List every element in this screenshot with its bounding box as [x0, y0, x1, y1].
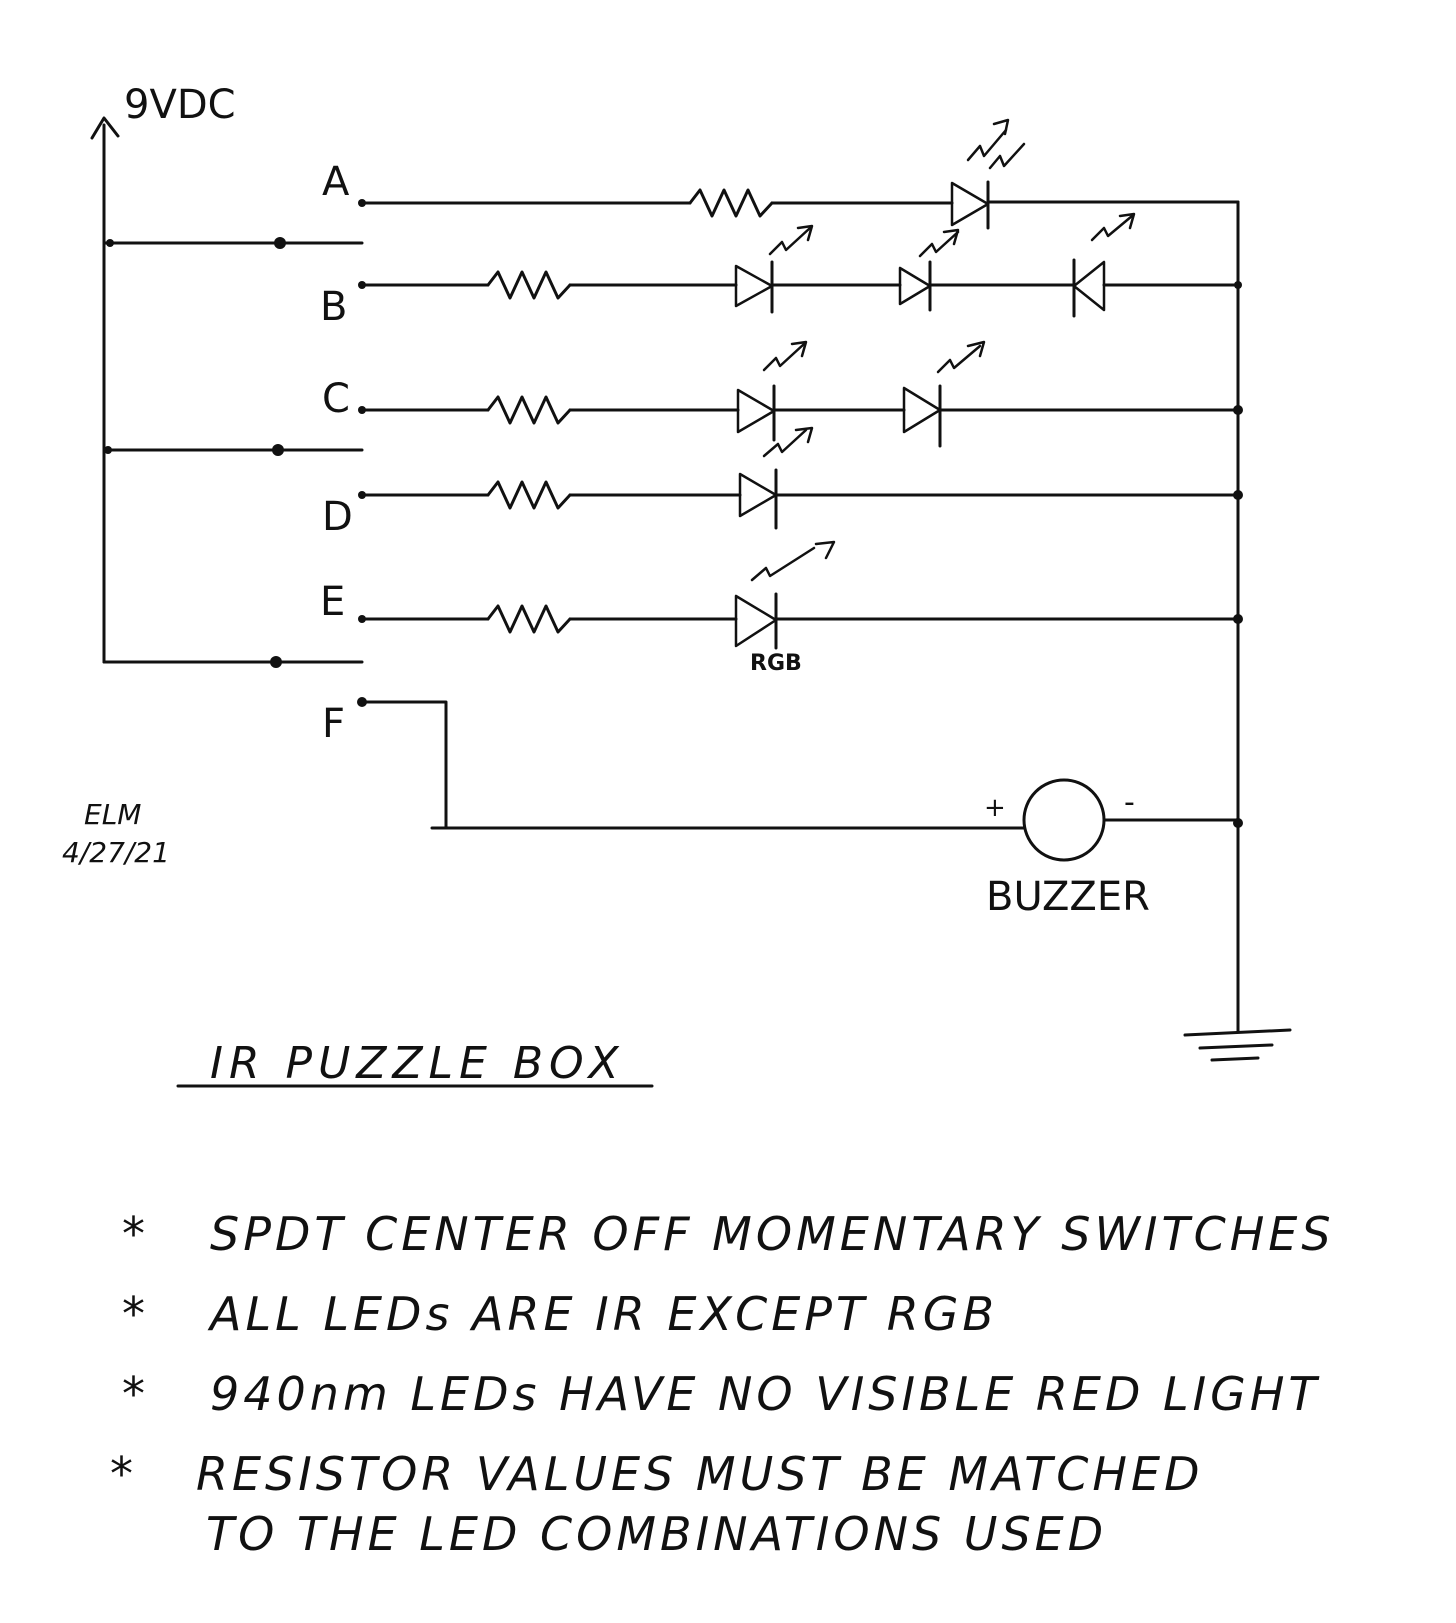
buzzer-plus: + [984, 793, 1006, 823]
buzzer-minus: - [1124, 785, 1135, 820]
note-bullet: * [122, 1367, 149, 1421]
supply-rail: 9VDC [90, 82, 236, 664]
notes: * SPDT CENTER OFF MOMENTARY SWITCHES * A… [110, 1207, 1335, 1561]
note-bullet: * [122, 1287, 149, 1341]
line-b [364, 212, 1240, 318]
line-label-f: F [322, 701, 345, 747]
signature-date: 4/27/21 [62, 836, 170, 869]
buzzer-symbol [1022, 778, 1106, 862]
line-labels: A B C D E F [320, 159, 353, 747]
rgb-label: RGB [750, 651, 802, 676]
line-f: + - BUZZER [364, 700, 1240, 920]
line-label-d: D [322, 494, 353, 540]
diagram-title: IR PUZZLE BOX [210, 1038, 625, 1089]
note-3: 940nm LEDs HAVE NO VISIBLE RED LIGHT [210, 1367, 1321, 1421]
note-1: SPDT CENTER OFF MOMENTARY SWITCHES [210, 1207, 1335, 1261]
line-e: RGB [364, 540, 1240, 676]
line-label-b: B [320, 284, 347, 330]
signature: ELM 4/27/21 [62, 798, 170, 869]
note-4: RESISTOR VALUES MUST BE MATCHED [196, 1447, 1204, 1501]
line-a [364, 118, 1240, 230]
line-d [364, 426, 1240, 530]
line-label-a: A [322, 159, 350, 205]
line-c [364, 340, 1240, 448]
note-5: TO THE LED COMBINATIONS USED [206, 1507, 1107, 1561]
switches [102, 237, 364, 668]
line-label-c: C [322, 376, 350, 422]
note-2: ALL LEDs ARE IR EXCEPT RGB [207, 1287, 998, 1341]
terminals [357, 199, 367, 707]
buzzer-label: BUZZER [986, 874, 1150, 920]
signature-initials: ELM [84, 798, 141, 831]
note-bullet: * [122, 1207, 149, 1261]
line-label-e: E [320, 579, 345, 625]
note-bullet: * [110, 1447, 137, 1501]
title-block: IR PUZZLE BOX [176, 1038, 654, 1089]
supply-label: 9VDC [124, 82, 236, 128]
ground-bus [1183, 200, 1292, 1062]
